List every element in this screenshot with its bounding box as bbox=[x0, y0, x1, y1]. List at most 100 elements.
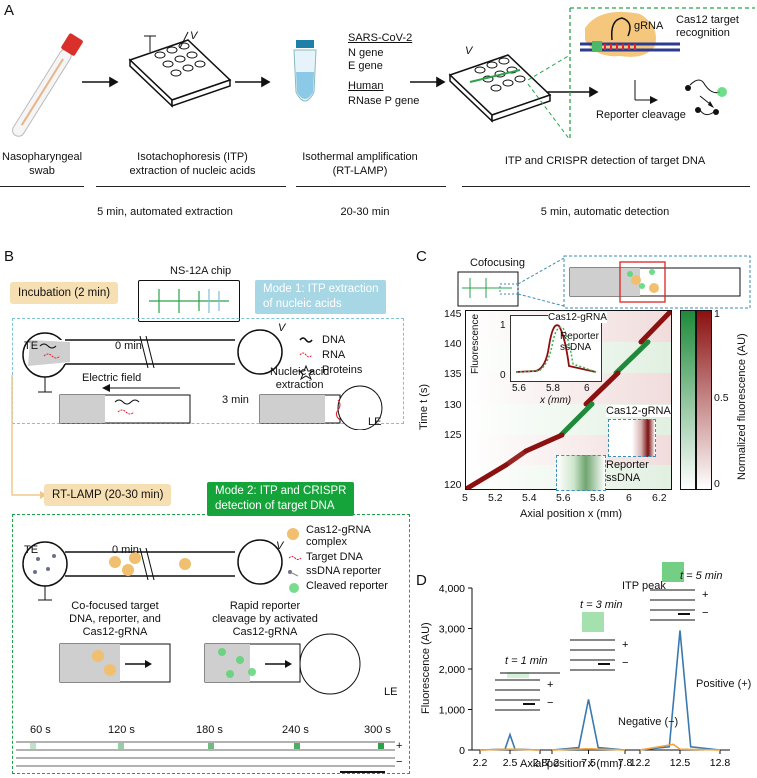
colorbar-red bbox=[696, 310, 712, 490]
d-strip-plus: + bbox=[622, 639, 628, 651]
rtlamp-box: RT-LAMP (20-30 min) bbox=[44, 484, 172, 506]
le-label-1: LE bbox=[368, 416, 382, 428]
negative-series-line bbox=[479, 748, 541, 751]
d-t3-label: t = 3 min bbox=[580, 599, 623, 611]
legend-proteins: Proteins bbox=[322, 364, 363, 376]
human-label: Human bbox=[348, 80, 384, 92]
c-ytick-125: 125 bbox=[444, 429, 462, 441]
d-xtick-label: 7.5 bbox=[581, 757, 596, 769]
d-xtick-label: 12.8 bbox=[710, 757, 731, 769]
le-label-2: LE bbox=[384, 686, 398, 698]
inset-label-cas12: Cas12-gRNA bbox=[548, 312, 607, 323]
c-xtick-5.4: 5.4 bbox=[522, 492, 537, 504]
rnasep-label: RNase P gene bbox=[348, 95, 420, 107]
d-negative: Negative (−) bbox=[618, 716, 679, 728]
incubation-box: Incubation (2 min) bbox=[10, 282, 119, 304]
c-xlabel: Axial position x (mm) bbox=[520, 508, 623, 520]
panel-c-letter: C bbox=[416, 248, 427, 265]
cas12-recognition-label: Cas12 target recognition bbox=[676, 14, 739, 39]
zero-min-label-2: 0 min bbox=[112, 544, 139, 556]
inset-ytick-0: 0 bbox=[500, 370, 506, 381]
rapid-label: Rapid reporter cleavage by activated Cas… bbox=[212, 600, 318, 638]
positive-series-line bbox=[639, 630, 721, 751]
legend-reporter: ssDNA reporter bbox=[306, 565, 382, 577]
strip-time-60: 60 s bbox=[30, 724, 51, 736]
panel-c-graphics bbox=[457, 255, 751, 309]
inset-ylabel: Fluorescence bbox=[470, 313, 481, 374]
strip-plus: + bbox=[396, 740, 403, 752]
d-strip-minus: − bbox=[702, 607, 708, 619]
c-xtick-5.6: 5.6 bbox=[556, 492, 571, 504]
c-xtick-5.2: 5.2 bbox=[488, 492, 503, 504]
d-xlabel: Axial position x (mm) bbox=[520, 758, 623, 770]
reporter-cleavage-icon bbox=[634, 79, 727, 116]
cas12-icon bbox=[580, 11, 680, 57]
panel-a-graphics bbox=[12, 7, 755, 141]
d-ytick-label: 2,000 bbox=[439, 664, 465, 676]
c-ytick-135: 135 bbox=[444, 368, 462, 380]
voltage-label-2: V bbox=[465, 45, 473, 57]
d-ytick-label: 1,000 bbox=[439, 705, 465, 717]
rule-3 bbox=[296, 186, 446, 187]
mode2-diagram bbox=[16, 528, 395, 773]
d-ytick-label: 0 bbox=[459, 745, 465, 757]
mode1-diagram bbox=[22, 329, 383, 430]
e-gene-label: E gene bbox=[348, 60, 383, 72]
d-strip-glow bbox=[662, 562, 684, 582]
d-strip-glow bbox=[507, 672, 529, 678]
c-ytick-145: 145 bbox=[444, 308, 462, 320]
inset-xlabel: x (mm) bbox=[540, 395, 572, 406]
panel-d-letter: D bbox=[416, 572, 427, 589]
c-xtick-6: 6 bbox=[626, 492, 632, 504]
d-xtick-label: 2.8 bbox=[533, 757, 548, 769]
inset-xtick-0: 5.6 bbox=[512, 383, 526, 394]
inset-plot bbox=[510, 315, 602, 382]
three-min-label: 3 min bbox=[222, 394, 249, 406]
d-strip-minus: − bbox=[622, 657, 628, 669]
n-gene-label: N gene bbox=[348, 47, 384, 59]
chip-title: NS-12A chip bbox=[170, 265, 232, 277]
legend-cas12: Cas12-gRNA complex bbox=[306, 524, 371, 548]
panel-b-letter: B bbox=[4, 248, 15, 265]
chip-icon-1 bbox=[128, 31, 232, 108]
d-strip-glow bbox=[582, 612, 604, 632]
zero-min-label-1: 0 min bbox=[115, 340, 142, 352]
chip-icon-2 bbox=[448, 54, 571, 141]
electric-field-label: Electric field bbox=[82, 372, 142, 384]
mode2-box: Mode 2: ITP and CRISPR detection of targ… bbox=[207, 482, 355, 516]
d-strip-plus: + bbox=[702, 589, 708, 601]
d-ylabel: Fluorescence (AU) bbox=[420, 622, 432, 714]
c-ylabel: Time t (s) bbox=[418, 383, 430, 430]
time-1: 5 min, automated extraction bbox=[97, 206, 233, 218]
chip-box bbox=[138, 280, 240, 322]
c-ytick-140: 140 bbox=[444, 338, 462, 350]
c-xtick-5: 5 bbox=[462, 492, 468, 504]
rule-4 bbox=[462, 186, 750, 187]
cofocused-label: Co-focused target DNA, reporter, and Cas… bbox=[69, 600, 161, 638]
itp-label: Isotachophoresis (ITP) extraction of nuc… bbox=[129, 151, 256, 177]
v-label-b1: V bbox=[278, 322, 286, 334]
d-xtick-label: 12.2 bbox=[630, 757, 651, 769]
positive-series-line bbox=[479, 732, 541, 751]
c-xtick-6.2: 6.2 bbox=[652, 492, 667, 504]
d-strip-plus: + bbox=[547, 679, 553, 691]
cas12-zoom bbox=[608, 419, 656, 457]
legend-dna: DNA bbox=[322, 334, 346, 346]
strip-time-180: 180 s bbox=[196, 724, 223, 736]
voltage-label-1: V bbox=[190, 30, 198, 42]
inset-ytick-1: 1 bbox=[500, 320, 506, 331]
panel-a-letter: A bbox=[4, 2, 15, 19]
d-ytick-label: 3,000 bbox=[439, 624, 465, 636]
colorbar-green bbox=[680, 310, 696, 490]
cbar-tick-05: 0.5 bbox=[714, 392, 729, 404]
d-xtick-label: 12.5 bbox=[670, 757, 691, 769]
d-xtick-label: 7.2 bbox=[545, 757, 560, 769]
te-label-1: TE bbox=[24, 340, 39, 352]
strip-time-120: 120 s bbox=[108, 724, 135, 736]
cbar-label: Normalized fluorescence (AU) bbox=[736, 333, 748, 480]
te-label-2: TE bbox=[24, 544, 39, 556]
cbar-tick-1: 1 bbox=[714, 308, 720, 320]
strip-time-300: 300 s bbox=[364, 724, 391, 736]
rule-2 bbox=[96, 186, 286, 187]
